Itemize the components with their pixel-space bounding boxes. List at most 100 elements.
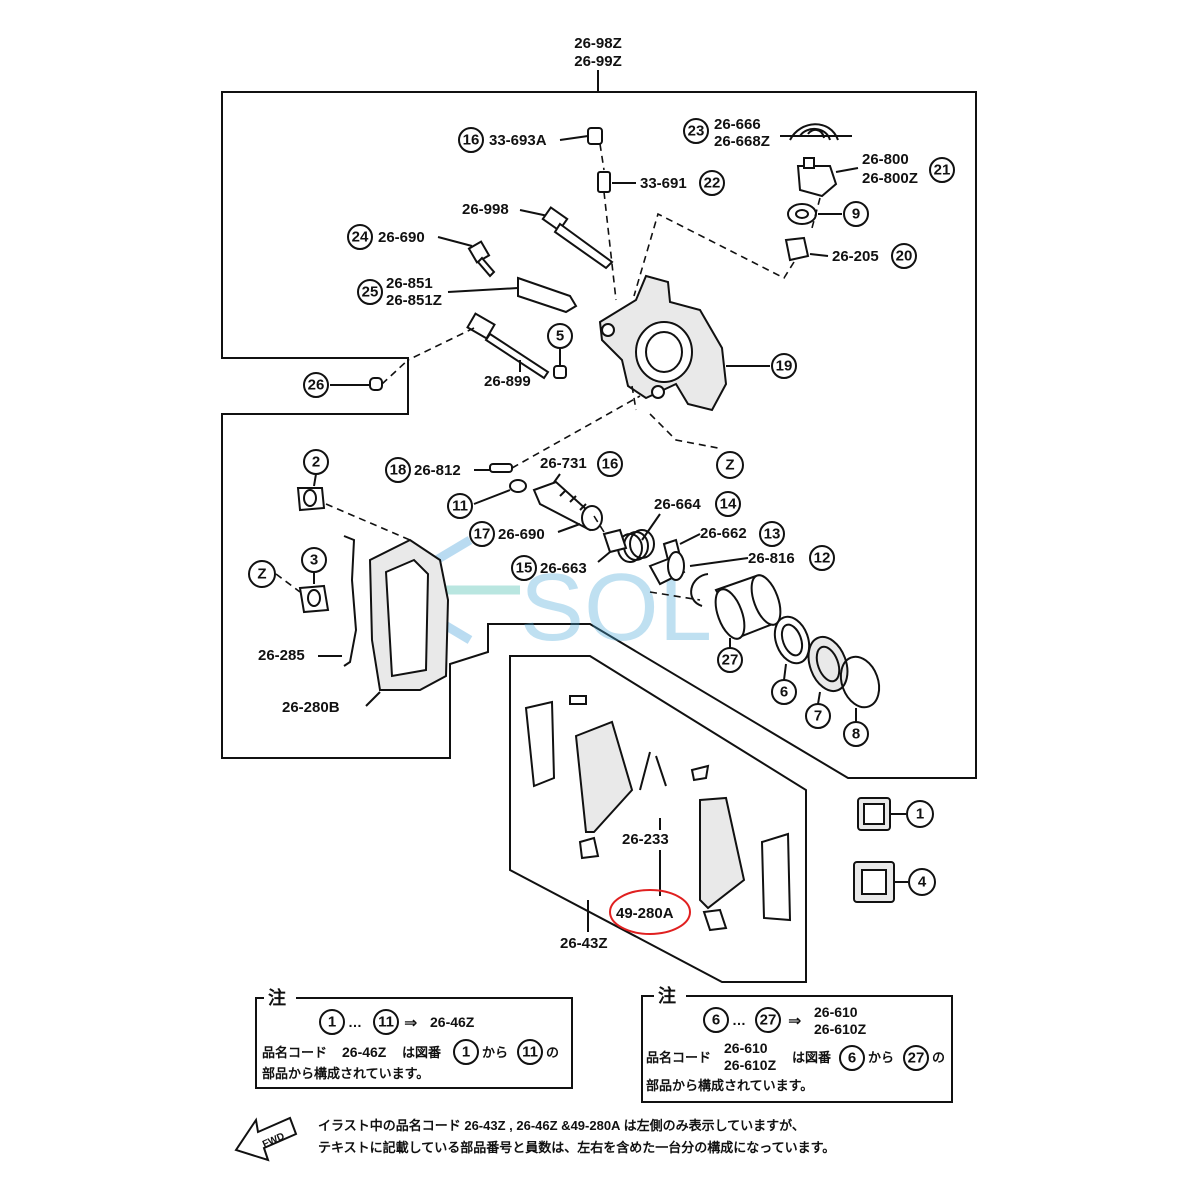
svg-text:…: … (348, 1014, 362, 1030)
pad-set-4: 4 (853, 861, 936, 903)
svg-text:26-851: 26-851 (386, 275, 433, 292)
svg-text:11: 11 (378, 1014, 394, 1031)
svg-text:19: 19 (776, 358, 793, 375)
svg-text:26-664: 26-664 (654, 496, 701, 513)
svg-text:の: の (546, 1045, 559, 1060)
svg-text:…: … (732, 1012, 746, 1028)
svg-text:27: 27 (760, 1012, 777, 1029)
svg-text:26-800: 26-800 (862, 151, 909, 168)
svg-text:6: 6 (712, 1012, 720, 1029)
assembly-code-top: 26-98Z (574, 35, 622, 52)
svg-text:20: 20 (896, 248, 913, 265)
svg-text:13: 13 (764, 526, 781, 543)
part-spring-23: 23 26-666 26-668Z (683, 116, 852, 150)
part-cap-26: 26 (303, 372, 383, 398)
part-lever-21: 26-800 26-800Z 21 (796, 151, 955, 198)
svg-text:6: 6 (848, 1050, 856, 1067)
svg-text:26-998: 26-998 (462, 201, 509, 218)
svg-text:11: 11 (522, 1044, 538, 1061)
svg-text:3: 3 (310, 552, 318, 569)
part-adjuster-spindle: 26-998 (462, 201, 614, 270)
svg-text:26-800Z: 26-800Z (862, 170, 918, 187)
shim-code: 26-233 (622, 831, 669, 848)
svg-text:26-851Z: 26-851Z (386, 292, 442, 309)
svg-text:26-285: 26-285 (258, 647, 305, 664)
kit-code: 26-43Z (560, 935, 608, 952)
svg-text:33-693A: 33-693A (489, 132, 547, 149)
part-bush-3: 3 (298, 547, 330, 614)
svg-text:15: 15 (516, 560, 533, 577)
part-bracket-26-280b: 26-280B (282, 538, 450, 716)
svg-text:6: 6 (780, 684, 788, 701)
svg-text:22: 22 (704, 175, 721, 192)
part-slide-bolt: 26-899 (466, 312, 550, 390)
svg-text:から: から (868, 1050, 894, 1065)
part-stopper-12: 26-816 12 (648, 545, 835, 586)
svg-text:33-691: 33-691 (640, 175, 687, 192)
ref-z-top: Z (725, 457, 734, 474)
svg-text:26-610Z: 26-610Z (814, 1021, 867, 1037)
svg-text:26-690: 26-690 (498, 526, 545, 543)
svg-text:26-812: 26-812 (414, 462, 461, 479)
note-right: 注 6 … 27 ⇒ 26-610 26-610Z 品名コード 26-610 2… (641, 982, 953, 1103)
part-oring-11: 11 (447, 479, 527, 519)
svg-text:26-899: 26-899 (484, 373, 531, 390)
svg-text:25: 25 (362, 284, 379, 301)
forward-arrow-icon: FWD (234, 1116, 298, 1162)
svg-text:8: 8 (852, 726, 860, 743)
part-bush-2: 2 (296, 449, 329, 512)
footer-line-2: テキストに記載している部品番号と員数は、左右を含めた一台分の構成になっています。 (318, 1140, 835, 1155)
svg-text:23: 23 (688, 123, 705, 140)
part-cap-20: 26-205 20 (784, 236, 917, 269)
svg-text:26: 26 (308, 377, 325, 394)
part-lever-25: 25 26-851 26-851Z (357, 275, 578, 314)
svg-text:5: 5 (556, 328, 564, 345)
svg-text:26-280B: 26-280B (282, 699, 340, 716)
part-nut-15: 15 26-663 (511, 528, 628, 581)
svg-text:2: 2 (312, 454, 320, 471)
svg-text:24: 24 (352, 229, 369, 246)
svg-text:26-610: 26-610 (814, 1004, 858, 1020)
part-seal-6: 6 (771, 615, 811, 705)
svg-text:注: 注 (268, 987, 286, 1008)
svg-text:部品から構成されています。: 部品から構成されています。 (262, 1066, 429, 1081)
part-ring-8: 8 (839, 655, 881, 747)
svg-text:は図番: は図番 (402, 1045, 442, 1060)
part-pin-18: 18 26-812 (385, 457, 513, 483)
svg-text:26-610: 26-610 (724, 1040, 768, 1056)
svg-text:部品から構成されています。: 部品から構成されています。 (646, 1078, 813, 1093)
svg-text:17: 17 (474, 526, 491, 543)
part-bleeder-cap: 16 33-693A (458, 127, 603, 153)
assembly-outline (221, 91, 977, 779)
part-shaft-16: 26-731 16 (532, 451, 623, 532)
caliper-body: 19 (598, 274, 797, 412)
pad-set-1: 1 (857, 797, 934, 831)
svg-text:26-46Z: 26-46Z (430, 1014, 475, 1030)
part-clip-26-285: 26-285 (258, 535, 358, 667)
svg-text:の: の (932, 1050, 945, 1065)
part-washer-17: 17 26-690 (469, 505, 603, 547)
pad-code: 49-280A (616, 905, 674, 922)
svg-text:から: から (482, 1045, 508, 1060)
svg-text:品名コード: 品名コード (262, 1045, 327, 1060)
svg-text:11: 11 (452, 498, 468, 515)
svg-text:1: 1 (462, 1044, 470, 1061)
svg-text:26-666: 26-666 (714, 116, 761, 133)
svg-text:27: 27 (908, 1050, 925, 1067)
svg-text:注: 注 (658, 985, 676, 1006)
part-bleeder-screw: 33-691 22 (597, 170, 725, 196)
svg-text:は図番: は図番 (792, 1050, 832, 1065)
svg-text:1: 1 (916, 806, 924, 823)
svg-text:4: 4 (918, 874, 927, 891)
pad-kit: 26-233 49-280A 26-43Z (524, 695, 792, 952)
note-left: 注 1 … 11 ⇒ 26-46Z 品名コード 26-46Z は図番 1 から … (255, 984, 573, 1089)
svg-text:27: 27 (722, 652, 739, 669)
part-nut-9: 9 (787, 201, 869, 227)
svg-text:26-663: 26-663 (540, 560, 587, 577)
svg-text:14: 14 (720, 496, 737, 513)
svg-text:18: 18 (390, 462, 407, 479)
svg-text:⇒: ⇒ (788, 1013, 801, 1030)
svg-text:26-662: 26-662 (700, 525, 747, 542)
pad-kit-outline (509, 655, 807, 983)
